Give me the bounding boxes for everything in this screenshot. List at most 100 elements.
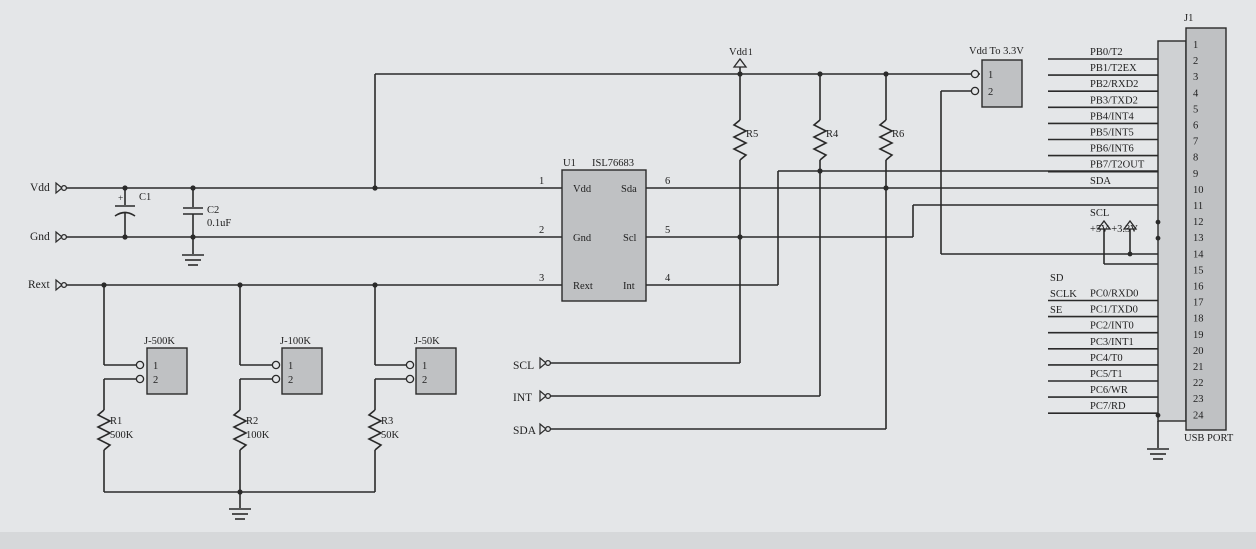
capacitor-c2: C2 0.1uF bbox=[183, 185, 231, 254]
bottom-band bbox=[0, 532, 1256, 549]
j100k-pin2: 2 bbox=[288, 375, 293, 386]
c2-label: C2 bbox=[207, 205, 219, 216]
u1-pin6-num: 6 bbox=[665, 176, 670, 187]
usb-junction bbox=[1155, 235, 1161, 241]
j100k-pin1: 1 bbox=[288, 361, 293, 372]
usb-signal-label: PB6/INT6 bbox=[1090, 144, 1134, 155]
j500k-label: J-500K bbox=[144, 336, 175, 347]
usb-pin-number: 2 bbox=[1193, 56, 1198, 67]
usb-signal-label: SDA bbox=[1090, 176, 1111, 187]
u1-pin4-num: 4 bbox=[665, 273, 671, 284]
j1-body bbox=[1185, 27, 1227, 431]
usb-pin-number: 3 bbox=[1193, 72, 1198, 83]
usb-signal-label: PB3/TXD2 bbox=[1090, 95, 1138, 106]
port-rext-label: Rext bbox=[28, 279, 51, 291]
usb-pin-number: 4 bbox=[1193, 88, 1199, 99]
usb-pin-number: 15 bbox=[1193, 265, 1204, 276]
vdd-jumper-pin2: 2 bbox=[988, 87, 993, 98]
u1-pin5-name: Scl bbox=[623, 233, 637, 244]
u1-pin5-num: 5 bbox=[665, 225, 670, 236]
port-scl-label: SCL bbox=[513, 360, 534, 372]
usb-signal-label: PC1/TXD0 bbox=[1090, 305, 1138, 316]
usb-pin-number: 13 bbox=[1193, 233, 1204, 244]
j1-name: USB PORT bbox=[1184, 433, 1234, 444]
u1-pin6-name: Sda bbox=[621, 184, 637, 195]
usb-pin-number: 16 bbox=[1193, 282, 1204, 293]
u1-chip: U1 ISL76683 1 2 3 Vdd Gnd Rext Sda Scl I… bbox=[539, 158, 671, 302]
usb-pin-number: 19 bbox=[1193, 330, 1204, 341]
usb-pin-number: 9 bbox=[1193, 169, 1198, 180]
usb-pin-number: 1 bbox=[1193, 40, 1198, 51]
r2-label: R2 bbox=[246, 416, 258, 427]
usb-pin-number: 8 bbox=[1193, 153, 1198, 164]
vdd1-label: Vdd bbox=[729, 47, 748, 58]
port-scl: SCL bbox=[513, 356, 740, 372]
usb-pin-number: 5 bbox=[1193, 104, 1198, 115]
usb-signal-label: PB1/T2EX bbox=[1090, 63, 1137, 74]
port-gnd-terminal bbox=[60, 233, 68, 241]
usb-signal-label: PB0/T2 bbox=[1090, 47, 1123, 58]
u1-pin1-num: 1 bbox=[539, 176, 544, 187]
usb-pin-number: 22 bbox=[1193, 378, 1204, 389]
side-label-sclk: SCLK bbox=[1050, 289, 1077, 300]
usb-pin-number: 23 bbox=[1193, 394, 1204, 405]
vdd1-suffix: 1 bbox=[748, 48, 753, 58]
usb-pin-number: 7 bbox=[1193, 137, 1198, 148]
usb-signal-label: PB7/T2OUT bbox=[1090, 160, 1145, 171]
usb-pin-number: 12 bbox=[1193, 217, 1204, 228]
usb-signal-label: PB5/INT5 bbox=[1090, 128, 1134, 139]
supply-5v-3v3 bbox=[1096, 219, 1158, 265]
u1-pin3-num: 3 bbox=[539, 273, 544, 284]
port-gnd-arrow bbox=[55, 230, 63, 244]
r1-label: R1 bbox=[110, 416, 122, 427]
r1-value: 500K bbox=[110, 430, 134, 441]
vdd-jumper-label: Vdd To 3.3V bbox=[969, 46, 1024, 57]
port-gnd-label: Gnd bbox=[30, 231, 50, 243]
u1-pin3-name: Rext bbox=[573, 281, 593, 292]
resistor-r5: R5 bbox=[732, 74, 758, 363]
usb-pin-number: 24 bbox=[1193, 410, 1204, 421]
u1-body bbox=[561, 169, 647, 302]
usb-junction bbox=[1155, 219, 1161, 225]
c1-plus: + bbox=[118, 194, 123, 204]
usb-pin-number: 20 bbox=[1193, 346, 1204, 357]
usb-pin-number: 17 bbox=[1193, 298, 1204, 309]
usb-signal-label: PC6/WR bbox=[1090, 385, 1128, 396]
usb-signal-label: PC4/T0 bbox=[1090, 353, 1123, 364]
r6-label: R6 bbox=[892, 129, 904, 140]
usb-signal-label: PB4/INT4 bbox=[1090, 111, 1135, 122]
u1-pin2-name: Gnd bbox=[573, 233, 592, 244]
usb-pin-number: 21 bbox=[1193, 362, 1204, 373]
r3-label: R3 bbox=[381, 416, 393, 427]
port-int: INT bbox=[513, 389, 820, 404]
ground-symbol-caps bbox=[182, 254, 204, 266]
port-rext-terminal bbox=[60, 281, 68, 289]
usb-signal-label: PC5/T1 bbox=[1090, 369, 1123, 380]
r3-value: 50K bbox=[381, 430, 400, 441]
u1-pin1-name: Vdd bbox=[573, 184, 592, 195]
usb-signal-label: PC3/INT1 bbox=[1090, 337, 1134, 348]
usb-signal-label: PC7/RD bbox=[1090, 401, 1126, 412]
junction-vdd-riser bbox=[372, 185, 378, 191]
j1-label: J1 bbox=[1184, 13, 1193, 24]
side-label-sd: SD bbox=[1050, 273, 1064, 284]
j500k-pin2: 2 bbox=[153, 375, 158, 386]
usb-signal-label: +5V +3.3V bbox=[1090, 224, 1138, 235]
port-vdd-terminal bbox=[60, 184, 68, 192]
usb-signal-label: PC2/INT0 bbox=[1090, 321, 1134, 332]
side-label-se: SE bbox=[1050, 305, 1062, 316]
port-sda: SDA bbox=[513, 422, 886, 437]
port-vdd-label: Vdd bbox=[30, 182, 50, 194]
j1-bus-bar bbox=[1157, 40, 1187, 422]
usb-pin-number: 14 bbox=[1193, 249, 1204, 260]
usb-signal-label: SCL bbox=[1090, 208, 1109, 219]
jumper-500k: J-500K 1 2 R1 500K bbox=[96, 285, 188, 492]
port-vdd-arrow bbox=[55, 181, 63, 195]
r4-label: R4 bbox=[826, 129, 839, 140]
port-rext-arrow bbox=[55, 278, 63, 292]
usb-signal-label: PB2/RXD2 bbox=[1090, 79, 1138, 90]
usb-signal-label: PC0/RXD0 bbox=[1090, 289, 1138, 300]
